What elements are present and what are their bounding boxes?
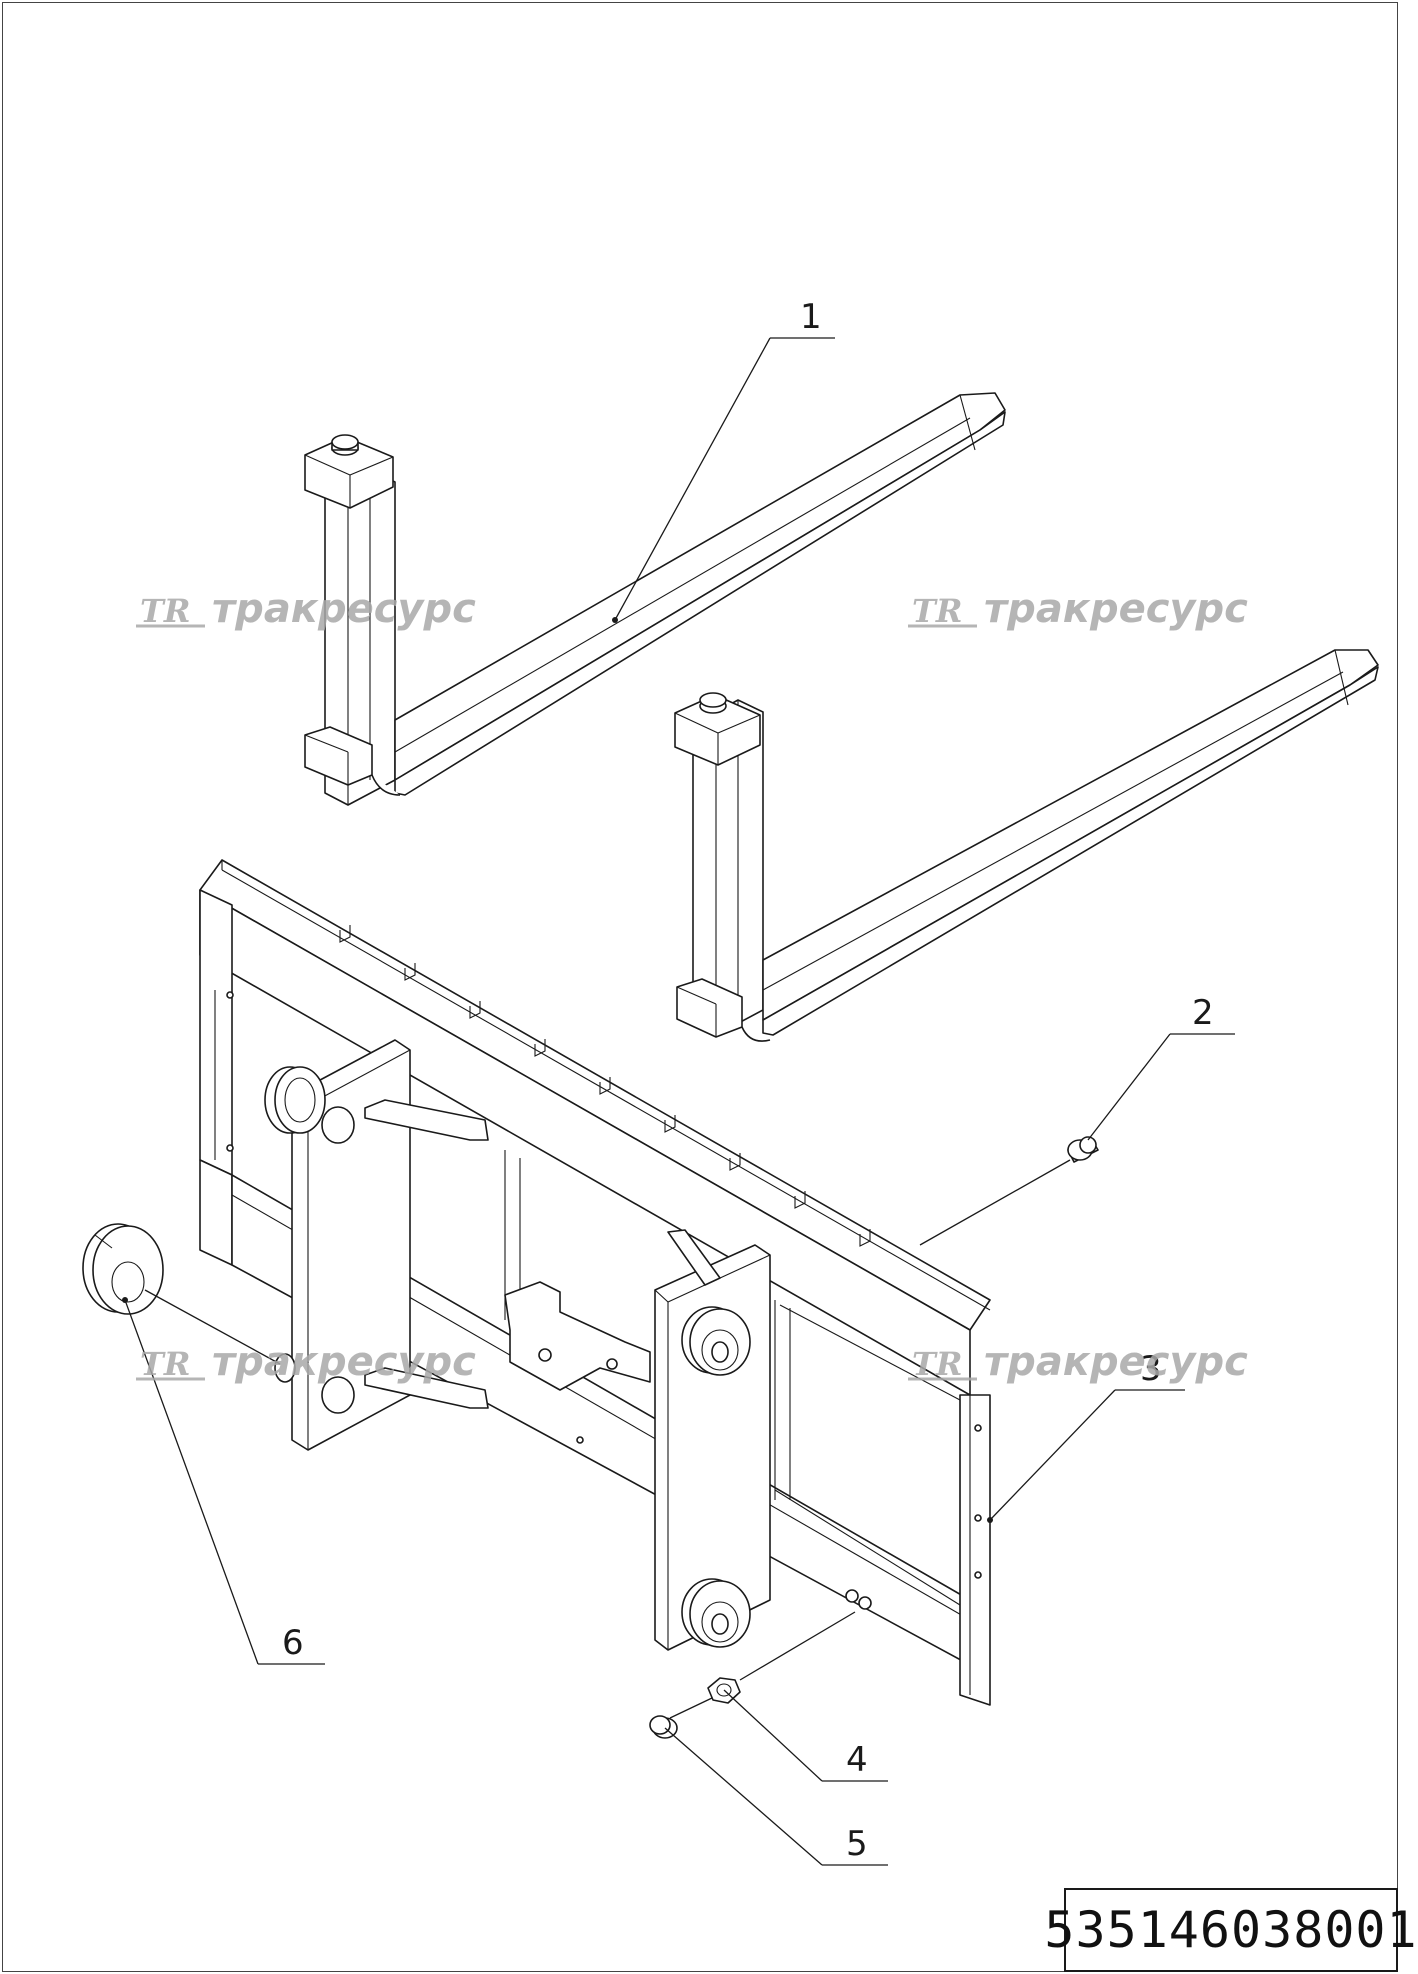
- bushing-ring: [82, 1223, 164, 1315]
- watermark-bottom-left: TR тракресурс: [136, 1339, 476, 1385]
- watermark-top-right: TR тракресурс: [908, 586, 1248, 632]
- left-hanger-plate: [264, 1039, 489, 1451]
- fork-left: [304, 392, 1006, 806]
- callout-4: 4: [846, 1740, 868, 1780]
- carriage-frame: [199, 859, 991, 1706]
- watermarks: TR тракресурс TR тракресурс TR тракресур…: [136, 586, 1248, 1385]
- watermark-logo: TR: [912, 592, 962, 630]
- drawing-number-box: 535146038001: [1044, 1888, 1417, 1972]
- callout-5: 5: [846, 1824, 868, 1864]
- callout-3: 3: [1140, 1349, 1162, 1389]
- watermark-logo: TR: [140, 1345, 190, 1383]
- watermark-text: тракресурс: [212, 586, 476, 632]
- watermark-logo: TR: [912, 1345, 962, 1383]
- leader-lines: [122, 337, 1235, 1866]
- watermark-top-left: TR тракресурс: [136, 586, 476, 632]
- watermark-bottom-right: TR тракресурс: [908, 1339, 1248, 1385]
- callout-6: 6: [282, 1623, 304, 1663]
- watermark-text: тракресурс: [984, 586, 1248, 632]
- watermark-text: тракресурс: [984, 1339, 1248, 1385]
- drawing-number: 535146038001: [1044, 1901, 1418, 1959]
- callout-labels: 1 2 3 4 5 6: [282, 297, 1214, 1864]
- fork-right: [674, 649, 1379, 1042]
- right-hanger-plate: [654, 1229, 771, 1651]
- watermark-text: тракресурс: [212, 1339, 476, 1385]
- bolt: [1067, 1136, 1099, 1163]
- callout-1: 1: [800, 297, 822, 337]
- callout-2: 2: [1192, 993, 1214, 1033]
- watermark-logo: TR: [140, 592, 190, 630]
